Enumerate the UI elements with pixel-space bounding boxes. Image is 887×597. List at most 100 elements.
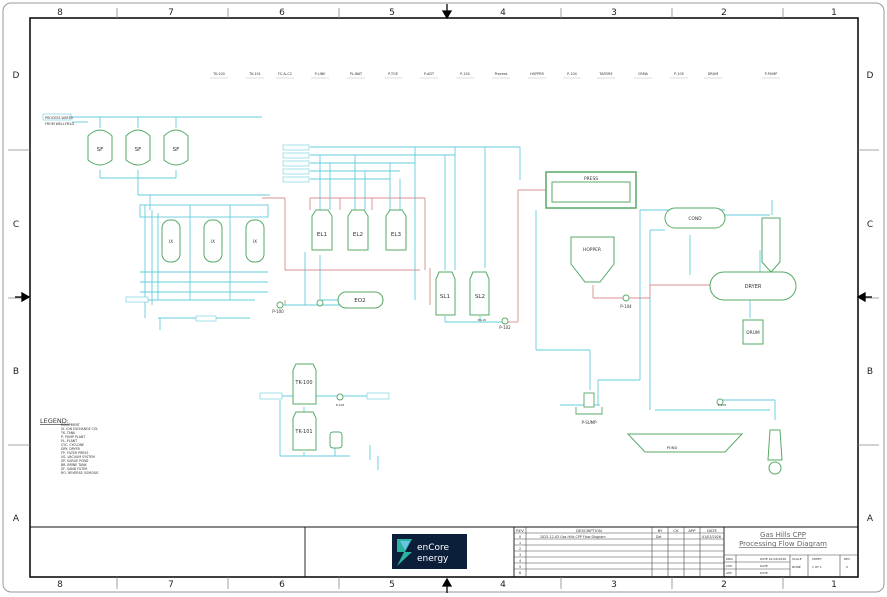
rev-cell: 01/03/2026 (702, 535, 721, 539)
legend-item: VS- VACUUM SYSTEM (61, 455, 95, 459)
rev-cell: 2 (519, 547, 521, 551)
ix-column-label: IX (169, 239, 173, 244)
rev-cell: 5 (519, 565, 521, 569)
drawn-label: DRN (726, 557, 733, 561)
header-label: P-PUMP (765, 72, 778, 76)
legend-item: EQUIPMENT (61, 423, 80, 427)
zone-col-top: 2 (721, 8, 727, 18)
vapor-column (761, 217, 781, 273)
zone-col-bottom: 8 (57, 580, 63, 590)
pump-icon (622, 294, 630, 302)
drawn-date: DATE 01/03/2026 (760, 557, 786, 561)
checked-date: DATE (760, 564, 768, 568)
ix-column-label: IX (253, 239, 257, 244)
precip-tank (469, 271, 490, 316)
elution-tank-label: EL3 (391, 232, 402, 238)
iso-tank (329, 431, 343, 449)
sand-filter-tank (87, 129, 113, 166)
zone-col-top: 5 (389, 8, 395, 18)
zone-col-bottom: 5 (389, 580, 395, 590)
rev-cell: Dal (656, 535, 662, 539)
pump-label: P-100 (272, 309, 284, 314)
equipment (87, 129, 797, 475)
inlet-label: FROM WELLFIELD (45, 122, 74, 126)
hopper (570, 236, 615, 283)
header-label: TAPORE (598, 72, 612, 76)
zone-col-top: 4 (500, 8, 506, 18)
rev-cell: 1 (519, 541, 521, 545)
cond-label: COND (688, 216, 702, 222)
sand-filter-label: SF (173, 147, 180, 153)
drum (742, 319, 764, 345)
elution-tank-label: EL2 (353, 232, 363, 238)
rev-header: DATE (707, 528, 717, 533)
title-line1: Gas Hills CPP (760, 531, 806, 539)
zone-col-top: 7 (168, 8, 174, 18)
dryer-label: DRYER (745, 284, 762, 290)
pump-icon (501, 317, 509, 325)
zone-col-bottom: 6 (279, 580, 285, 590)
rev-value: 0 (846, 565, 848, 569)
zone-row-right: A (867, 514, 874, 524)
eo2-label: EO2 (354, 298, 366, 304)
legend-item: DRY- DRYER (61, 447, 81, 451)
pond-label: POND (667, 446, 678, 450)
rev-header: DESCRIPTION (576, 528, 602, 533)
press-label: PRESS (584, 176, 598, 182)
drum-label: DRUM (746, 330, 760, 336)
rev-header: BY (658, 528, 663, 533)
rev-label: REV (844, 557, 851, 561)
pumps (276, 294, 724, 415)
pump-icon (316, 299, 324, 307)
rev-cell: 3 (519, 553, 521, 557)
pump-icon (276, 301, 284, 309)
tank-tk100 (292, 363, 317, 405)
ix-column (203, 219, 223, 263)
tk100-label: TK-100 (294, 380, 312, 386)
zone-col-top: 3 (611, 8, 617, 18)
zone-row-left: A (13, 514, 20, 524)
precip-tank-label: SL2 (475, 294, 485, 300)
sump-pump (583, 392, 595, 408)
pond (626, 433, 744, 453)
zone-row-right: B (867, 367, 873, 377)
rev-header: APP (688, 528, 696, 533)
rev-cell: 6 (519, 571, 521, 575)
pump-icon (716, 398, 724, 406)
rev-header: REV (516, 528, 524, 533)
header-label: PL-WAT (350, 72, 363, 76)
rev-cell: 2025-12-03 Gas Hills CPP Flow Diagram (540, 535, 606, 539)
sand-filter-tank (125, 129, 151, 166)
inlet-label: PROCESS WATER (45, 116, 74, 120)
legend-item: FP- FILTER PRESS (61, 451, 88, 455)
header-label: TK-101 (248, 72, 261, 76)
process-piping-red (262, 189, 710, 323)
ix-column (161, 219, 181, 263)
zone-col-top: 1 (831, 8, 837, 18)
header-label: DRUM (708, 72, 718, 76)
eo2-vessel (337, 291, 384, 309)
precip-tank (435, 271, 456, 316)
revision-block (514, 527, 724, 577)
inlet-tag (42, 113, 72, 121)
elution-tank-label: EL1 (317, 232, 328, 238)
elution-tank (385, 209, 407, 251)
header-label: P-150 (460, 72, 470, 76)
rev-header: CK (673, 528, 679, 533)
header-label: P-LINE (315, 72, 326, 76)
logo-text-line1: enCore (417, 543, 450, 553)
zone-row-right: D (867, 71, 874, 81)
approved-date: DATE (760, 571, 768, 575)
header-labels: TK-100 TK-101 FC-&-CC P-LINE PL-WAT P-TO… (212, 72, 777, 76)
legend-item: CYC- CYCLONE (61, 443, 84, 447)
company-logo: enCore energy (392, 534, 467, 569)
legend-item: IX- ION EXCHANGE COL (61, 427, 98, 431)
zone-col-bottom: 7 (168, 580, 174, 590)
precip-tank-label: SL1 (440, 294, 451, 300)
pump-label: P.A.W. (478, 318, 487, 322)
elution-tank (347, 209, 369, 251)
ix-column (245, 219, 265, 263)
zone-row-left: C (13, 220, 19, 230)
scale-label: SCALE (792, 557, 802, 561)
